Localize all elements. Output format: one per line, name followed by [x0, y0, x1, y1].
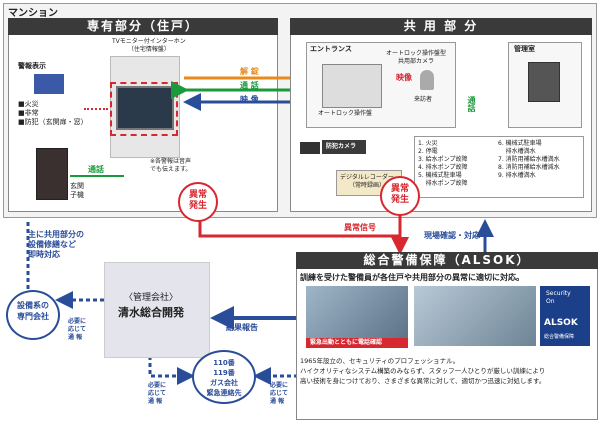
monitor-title: TVモニター付インターホン （住宅情報盤）	[112, 38, 186, 53]
display-link-dots	[84, 108, 108, 110]
alarm-item-security: ■防犯（玄関扉・窓）	[18, 118, 88, 126]
alsok-logo	[540, 286, 590, 346]
photo-caption-bar	[306, 338, 408, 348]
private-call-label: 通話	[88, 165, 104, 174]
monitored-item: 4. 排水ポンプ故障	[418, 164, 468, 171]
alarm-item-emergency: ■非常	[18, 109, 39, 117]
abnormal-signal-label: 異常信号	[344, 223, 376, 232]
alsok-description: 1965年設立の、セキュリティのプロフェッショナル。 ハイクオリティなシステム構…	[300, 357, 546, 385]
security-camera-icon	[300, 142, 320, 154]
report-label: 結果報告	[226, 323, 258, 332]
abnormal-circle-common: 異常 発生	[380, 176, 420, 216]
alsok-header: 総合警備保障（ALSOK）	[296, 252, 598, 269]
unlock-label: 解 錠	[240, 67, 259, 76]
monitored-item: 2. 停電	[418, 148, 438, 155]
contact-left-label: 主に共用部分の 設備修繕など 即時対応	[28, 230, 84, 259]
alsok-logo-sub: 総合警備保障	[544, 334, 575, 340]
call-label: 通 話	[240, 81, 259, 90]
common-video-label: 映像	[396, 73, 412, 82]
management-title: 〈管理会社〉	[124, 293, 179, 303]
private-call-arrow	[70, 175, 124, 177]
monitored-item: 5. 機械式駐車場 排水ポンプ故障	[418, 172, 468, 187]
entrance-unit-label: 玄関 子機	[70, 182, 84, 199]
monitored-item: 7. 消防用補給水槽満水	[498, 156, 560, 163]
monitored-item: 3. 給水ポンプ故障	[418, 156, 468, 163]
office-panel	[528, 62, 560, 102]
common-call-label: 通話	[467, 96, 476, 112]
visitor-icon	[420, 70, 434, 90]
management-name: 清水総合開発	[118, 306, 184, 319]
alsok-logo-top: Security On	[546, 290, 571, 305]
alarm-list: ■火災 ■非常 ■防犯（玄関扉・窓）	[18, 100, 88, 127]
guard-photo	[306, 286, 408, 338]
notify-right-label: 必要に 応じて 通 報	[270, 382, 289, 405]
specialist-circle: 設備系の 専門会社	[6, 290, 60, 340]
alsok-subtitle: 訓練を受けた警備員が各住戸や共用部分の異常に適切に対応。	[300, 273, 524, 282]
intercom-dashed-highlight	[110, 82, 178, 136]
monitored-items-left: 1. 火災 2. 停電 3. 給水ポンプ故障 4. 排水ポンプ故障 5. 機械式…	[418, 140, 467, 188]
camera-note: オートロック操作盤型 共用部カメラ	[386, 50, 447, 65]
operations-photo	[414, 286, 536, 346]
security-camera-box	[322, 140, 366, 154]
mid-notify-path	[148, 356, 195, 385]
management-box	[104, 262, 210, 358]
recorder-label: デジタルレコーダー （常時録画）	[340, 174, 394, 189]
display-title: 警報表示	[18, 62, 46, 70]
monitored-items-box	[414, 136, 584, 198]
photo-caption: 緊急出動とともに電話確認	[310, 339, 383, 346]
monitored-item: 1. 火災	[418, 140, 438, 147]
monitored-item: 8. 消防用補給水槽減水	[498, 164, 560, 171]
monitored-item: 9. 排水槽満水	[498, 172, 536, 179]
office-label: 管理室	[514, 45, 535, 53]
alsok-logo-text: ALSOK	[544, 318, 578, 328]
common-area-header: 共 用 部 分	[290, 18, 592, 35]
private-note: ※各警報は音声 でも伝えます。	[150, 158, 192, 173]
security-camera-label: 防犯カメラ	[326, 143, 357, 150]
visitor-label: 来訪者	[414, 96, 433, 103]
entrance-label: エントランス	[310, 45, 352, 53]
private-area-header: 専有部分（住戸）	[8, 18, 278, 35]
alarm-item-fire: ■火災	[18, 100, 39, 108]
notify-left-label: 必要に 応じて 通 報	[68, 318, 87, 341]
notify-mid-label: 必要に 応じて 通 報	[148, 382, 167, 405]
entrance-unit	[36, 148, 68, 200]
auto-lock-panel	[322, 64, 382, 108]
monitored-items-right: 6. 機械式駐車場 排水槽満水 7. 消防用補給水槽満水 8. 消防用補給水槽減…	[498, 140, 560, 180]
abnormal-circle-private: 異常 発生	[178, 182, 218, 222]
monitored-item: 6. 機械式駐車場 排水槽満水	[498, 140, 542, 155]
intercom-screen	[116, 86, 174, 130]
video-label: 映 像	[240, 95, 259, 104]
auto-lock-label: オートロック操作盤	[318, 110, 373, 117]
alarm-display-icon	[34, 74, 64, 94]
site-check-label: 現場確認・対応	[424, 231, 480, 240]
mansion-label: マンション	[8, 8, 58, 19]
emergency-circle: 110番 119番 ガス会社 緊急連絡先	[192, 350, 256, 404]
